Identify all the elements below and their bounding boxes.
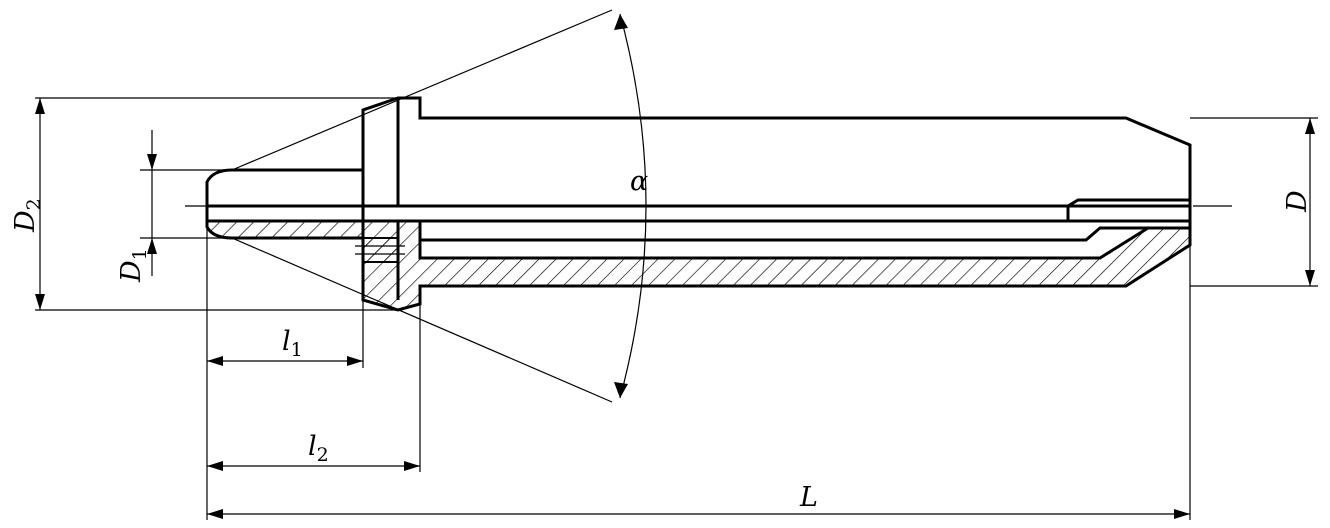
d2-label: D2 (10, 198, 45, 233)
extension-lines (35, 97, 1318, 520)
dimension-l2: l2 (207, 431, 420, 471)
upper-outline (205, 96, 1192, 208)
l2-label: l2 (308, 431, 329, 466)
dimension-l-total: L (207, 482, 1190, 519)
d1-label: D1 (116, 248, 151, 283)
l1-label: l1 (282, 326, 303, 361)
dimension-l1: l1 (207, 326, 363, 366)
angle-label: α (630, 166, 648, 197)
annular-channel (418, 219, 1192, 242)
cone-angle-construction (231, 9, 647, 403)
radial-hole (362, 237, 399, 263)
angle-arc (619, 13, 647, 399)
part-body (205, 96, 1192, 312)
dimension-d: D (1282, 118, 1315, 286)
d-label: D (1282, 190, 1313, 213)
angle-arrow-bottom (614, 382, 628, 398)
dimension-d1: D1 (116, 130, 157, 283)
dimension-d2: D2 (10, 98, 45, 310)
angle-arrow-top (614, 14, 628, 30)
center-bore (205, 204, 1192, 223)
tip-step (1066, 198, 1190, 221)
cone-line-lower (231, 237, 613, 403)
cone-line-upper (231, 9, 613, 171)
l-total-label: L (799, 482, 818, 513)
